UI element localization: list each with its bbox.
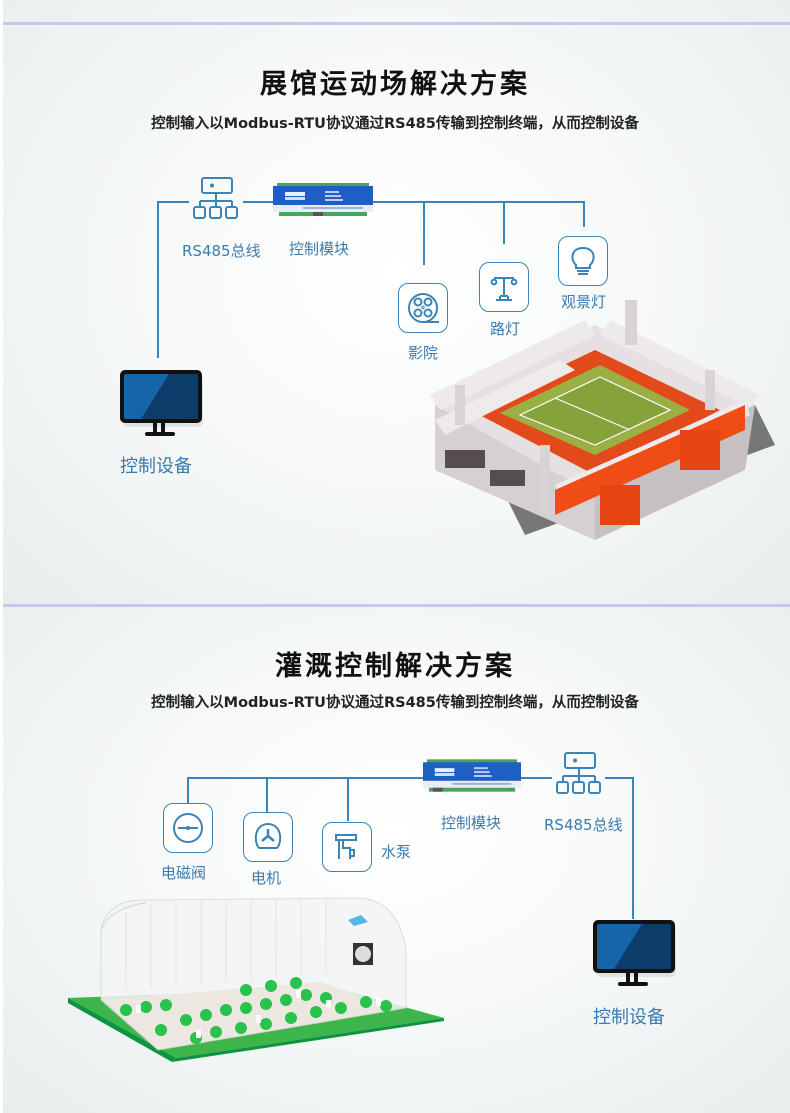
control-module-label: 控制模块 [289, 240, 350, 258]
connector-line [632, 777, 634, 919]
connector-line [503, 201, 505, 244]
network-hub-icon [556, 752, 601, 794]
stadium-illustration [430, 300, 775, 540]
separator-top [3, 22, 790, 25]
network-hub-icon [193, 177, 238, 219]
rs485-bus-label: RS485总线 [182, 242, 261, 260]
separator-middle [3, 604, 790, 607]
street-light-label: 路灯 [490, 320, 521, 338]
monitor-icon [120, 370, 203, 436]
connector-line [423, 201, 425, 265]
light-bulb-icon [571, 246, 595, 275]
solenoid-valve-icon-button [163, 803, 213, 853]
water-pump-label: 水泵 [381, 843, 412, 861]
greenhouse-illustration [68, 897, 444, 1062]
motor-icon-button [243, 812, 293, 862]
connector-line [157, 201, 189, 203]
section1-subtitle: 控制输入以Modbus-RTU协议通过RS485传输到控制终端，从而控制设备 [151, 116, 639, 132]
connector-line [187, 777, 189, 803]
valve-icon [173, 813, 203, 843]
section2-title: 灌溉控制解决方案 [275, 651, 515, 682]
connector-line [583, 201, 585, 227]
connector-line [243, 201, 273, 203]
control-module-image [273, 183, 373, 216]
connector-line [187, 777, 424, 779]
control-module-image [423, 759, 521, 792]
motor-label: 电机 [251, 869, 282, 887]
connector-line [266, 777, 268, 812]
street-lamp-icon [490, 277, 518, 301]
monitor-icon [593, 920, 676, 986]
cinema-label: 影院 [408, 344, 439, 362]
section1-title: 展馆运动场解决方案 [260, 69, 530, 100]
water-pump-icon-button [322, 822, 372, 872]
control-device-label-2: 控制设备 [593, 1007, 665, 1028]
connector-line [605, 777, 633, 779]
film-reel-icon [408, 293, 439, 323]
solenoid-valve-label: 电磁阀 [161, 864, 207, 882]
connector-line [372, 201, 583, 203]
connector-line [157, 201, 159, 358]
connector-line [347, 777, 349, 821]
motor-fan-icon [254, 822, 282, 849]
landscape-light-icon-button [558, 236, 608, 286]
control-module-label-2: 控制模块 [441, 814, 502, 832]
connector-line [520, 777, 552, 779]
rs485-bus-label-2: RS485总线 [544, 816, 623, 834]
landscape-light-label: 观景灯 [561, 293, 607, 311]
control-device-label: 控制设备 [120, 456, 192, 477]
cinema-icon-button [398, 283, 448, 333]
street-light-icon-button [479, 262, 529, 312]
section2-subtitle: 控制输入以Modbus-RTU协议通过RS485传输到控制终端，从而控制设备 [151, 695, 639, 711]
water-pump-icon [335, 834, 357, 859]
